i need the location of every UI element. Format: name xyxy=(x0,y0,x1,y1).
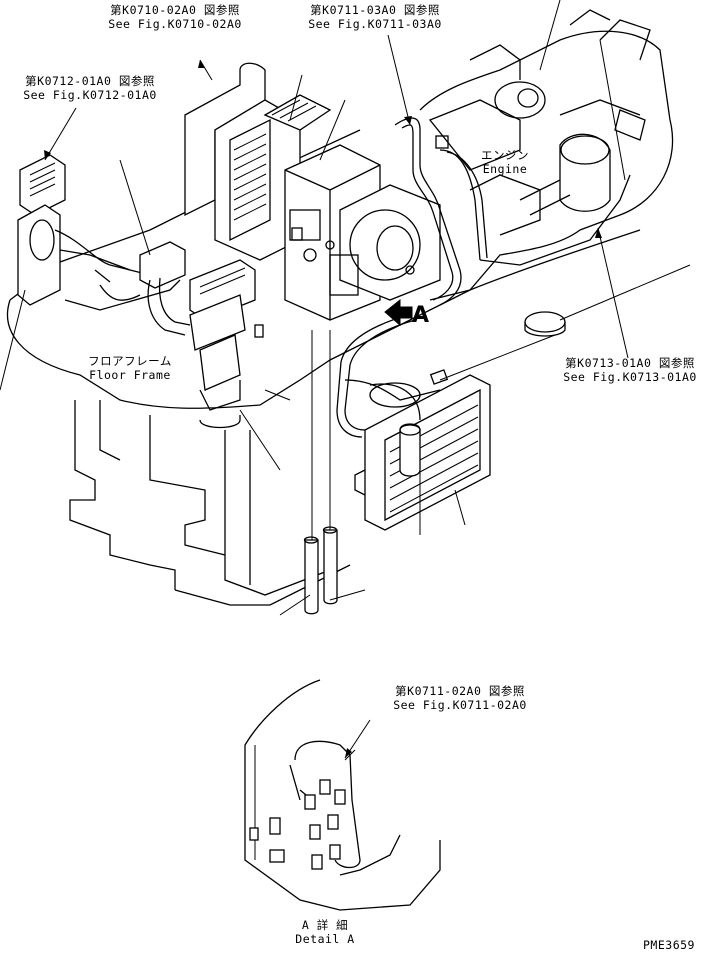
detail-a-view xyxy=(244,679,441,911)
ref-k0711-02-jp: 第K0711-02A0 図参照 xyxy=(395,684,525,698)
ref-k0713-jp: 第K0713-01A0 図参照 xyxy=(565,356,695,370)
blower-housing xyxy=(329,184,441,301)
ref-k0710[interactable]: 第K0710-02A0 図参照 See Fig.K0710-02A0 xyxy=(85,3,265,31)
front-vent xyxy=(189,259,264,429)
grommet xyxy=(524,311,566,333)
ref-k0710-jp: 第K0710-02A0 図参照 xyxy=(110,3,240,17)
ref-k0711-03-en: See Fig.K0711-03A0 xyxy=(308,17,442,31)
ref-k0712-en: See Fig.K0712-01A0 xyxy=(23,88,157,102)
leader-lines xyxy=(0,0,691,616)
refrigerant-piping xyxy=(394,117,631,306)
ref-k0711-02[interactable]: 第K0711-02A0 図参照 See Fig.K0711-02A0 xyxy=(370,684,550,712)
engine-label-jp: エンジン xyxy=(481,148,529,162)
floor-frame-label: フロアフレーム Floor Frame xyxy=(75,354,185,382)
ref-k0711-03[interactable]: 第K0711-03A0 図参照 See Fig.K0711-03A0 xyxy=(285,3,465,31)
view-arrow-a xyxy=(384,298,413,327)
ref-k0711-02-en: See Fig.K0711-02A0 xyxy=(393,698,527,712)
ref-k0711-03-jp: 第K0711-03A0 図参照 xyxy=(310,3,440,17)
drain-hoses xyxy=(303,330,338,615)
floor-frame-label-en: Floor Frame xyxy=(89,368,171,382)
air-ducts xyxy=(17,154,191,336)
detail-a-label-en: Detail A xyxy=(295,932,355,946)
floor-frame-label-jp: フロアフレーム xyxy=(88,354,172,368)
engine-label-en: Engine xyxy=(482,162,528,176)
engine-block xyxy=(419,9,674,301)
aircon-unit xyxy=(184,62,381,321)
arrow-a-label: A xyxy=(412,303,430,328)
ref-k0713-en: See Fig.K0713-01A0 xyxy=(563,370,697,384)
ref-k0712[interactable]: 第K0712-01A0 図参照 See Fig.K0712-01A0 xyxy=(0,74,180,102)
drawing-code: PME3659 xyxy=(643,938,695,952)
detail-a-label-jp: A 詳 細 xyxy=(301,918,349,932)
engine-label: エンジン Engine xyxy=(470,148,540,176)
ref-k0710-en: See Fig.K0710-02A0 xyxy=(108,17,242,31)
condenser-lines xyxy=(336,314,449,438)
ref-k0713[interactable]: 第K0713-01A0 図参照 See Fig.K0713-01A0 xyxy=(545,356,715,384)
condenser xyxy=(354,374,491,531)
ref-k0712-jp: 第K0712-01A0 図参照 xyxy=(25,74,155,88)
detail-a-label: A 詳 細 Detail A xyxy=(280,918,370,946)
